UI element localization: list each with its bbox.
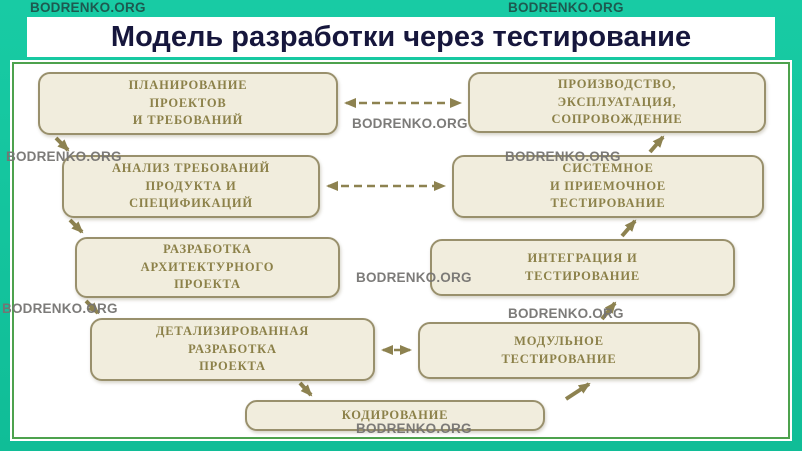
- box-detailed-design: ДЕТАЛИЗИРОВАННАЯ РАЗРАБОТКА ПРОЕКТА: [90, 318, 375, 381]
- box-coding: КОДИРОВАНИЕ: [245, 400, 545, 431]
- box-architecture: РАЗРАБОТКА АРХИТЕКТУРНОГО ПРОЕКТА: [75, 237, 340, 298]
- arrow-systemtesting-to-production: [648, 135, 665, 154]
- box-label: ДЕТАЛИЗИРОВАННАЯ РАЗРАБОТКА ПРОЕКТА: [155, 324, 310, 374]
- arrow-planning-to-analysis: [54, 136, 70, 152]
- box-production: ПРОИЗВОДСТВО, ЭКСПЛУАТАЦИЯ, СОПРОВОЖДЕНИ…: [468, 72, 766, 133]
- arrow-architecture-to-detaileddesign: [84, 299, 100, 315]
- box-integration-testing: ИНТЕГРАЦИЯ И ТЕСТИРОВАНИЕ: [430, 239, 735, 296]
- box-planning: ПЛАНИРОВАНИЕ ПРОЕКТОВ И ТРЕБОВАНИЙ: [38, 72, 338, 135]
- arrow-analysis-to-architecture: [68, 218, 84, 234]
- watermark: BODRENKO.ORG: [508, 0, 624, 15]
- box-label: КОДИРОВАНИЕ: [341, 407, 449, 422]
- box-label: АНАЛИЗ ТРЕБОВАНИЙ ПРОДУКТА И СПЕЦИФИКАЦИ…: [111, 161, 271, 211]
- box-label: СИСТЕМНОЕ И ПРИЕМОЧНОЕ ТЕСТИРОВАНИЕ: [549, 161, 667, 211]
- box-analysis: АНАЛИЗ ТРЕБОВАНИЙ ПРОДУКТА И СПЕЦИФИКАЦИ…: [62, 155, 320, 218]
- box-label: РАЗРАБОТКА АРХИТЕКТУРНОГО ПРОЕКТА: [140, 242, 275, 292]
- box-label: ПЛАНИРОВАНИЕ ПРОЕКТОВ И ТРЕБОВАНИЙ: [128, 78, 248, 128]
- diagram-panel: ПЛАНИРОВАНИЕ ПРОЕКТОВ И ТРЕБОВАНИЙ АНАЛИ…: [10, 60, 792, 441]
- arrow-integration-to-systemtesting: [620, 219, 637, 238]
- arrow-detaileddesign-to-coding: [298, 381, 313, 397]
- watermark: BODRENKO.ORG: [30, 0, 146, 15]
- box-unit-testing: МОДУЛЬНОЕ ТЕСТИРОВАНИЕ: [418, 322, 700, 379]
- box-label: МОДУЛЬНОЕ ТЕСТИРОВАНИЕ: [501, 334, 617, 366]
- diagram-arrows: [54, 98, 665, 401]
- title-bar: Модель разработки через тестирование: [27, 17, 775, 57]
- page-title: Модель разработки через тестирование: [110, 20, 692, 53]
- box-label: ИНТЕГРАЦИЯ И ТЕСТИРОВАНИЕ: [524, 251, 640, 283]
- box-label: ПРОИЗВОДСТВО, ЭКСПЛУАТАЦИЯ, СОПРОВОЖДЕНИ…: [551, 77, 683, 127]
- arrow-unittesting-to-integration: [600, 301, 617, 321]
- box-system-testing: СИСТЕМНОЕ И ПРИЕМОЧНОЕ ТЕСТИРОВАНИЕ: [452, 155, 764, 218]
- arrow-coding-to-unittesting: [564, 382, 591, 401]
